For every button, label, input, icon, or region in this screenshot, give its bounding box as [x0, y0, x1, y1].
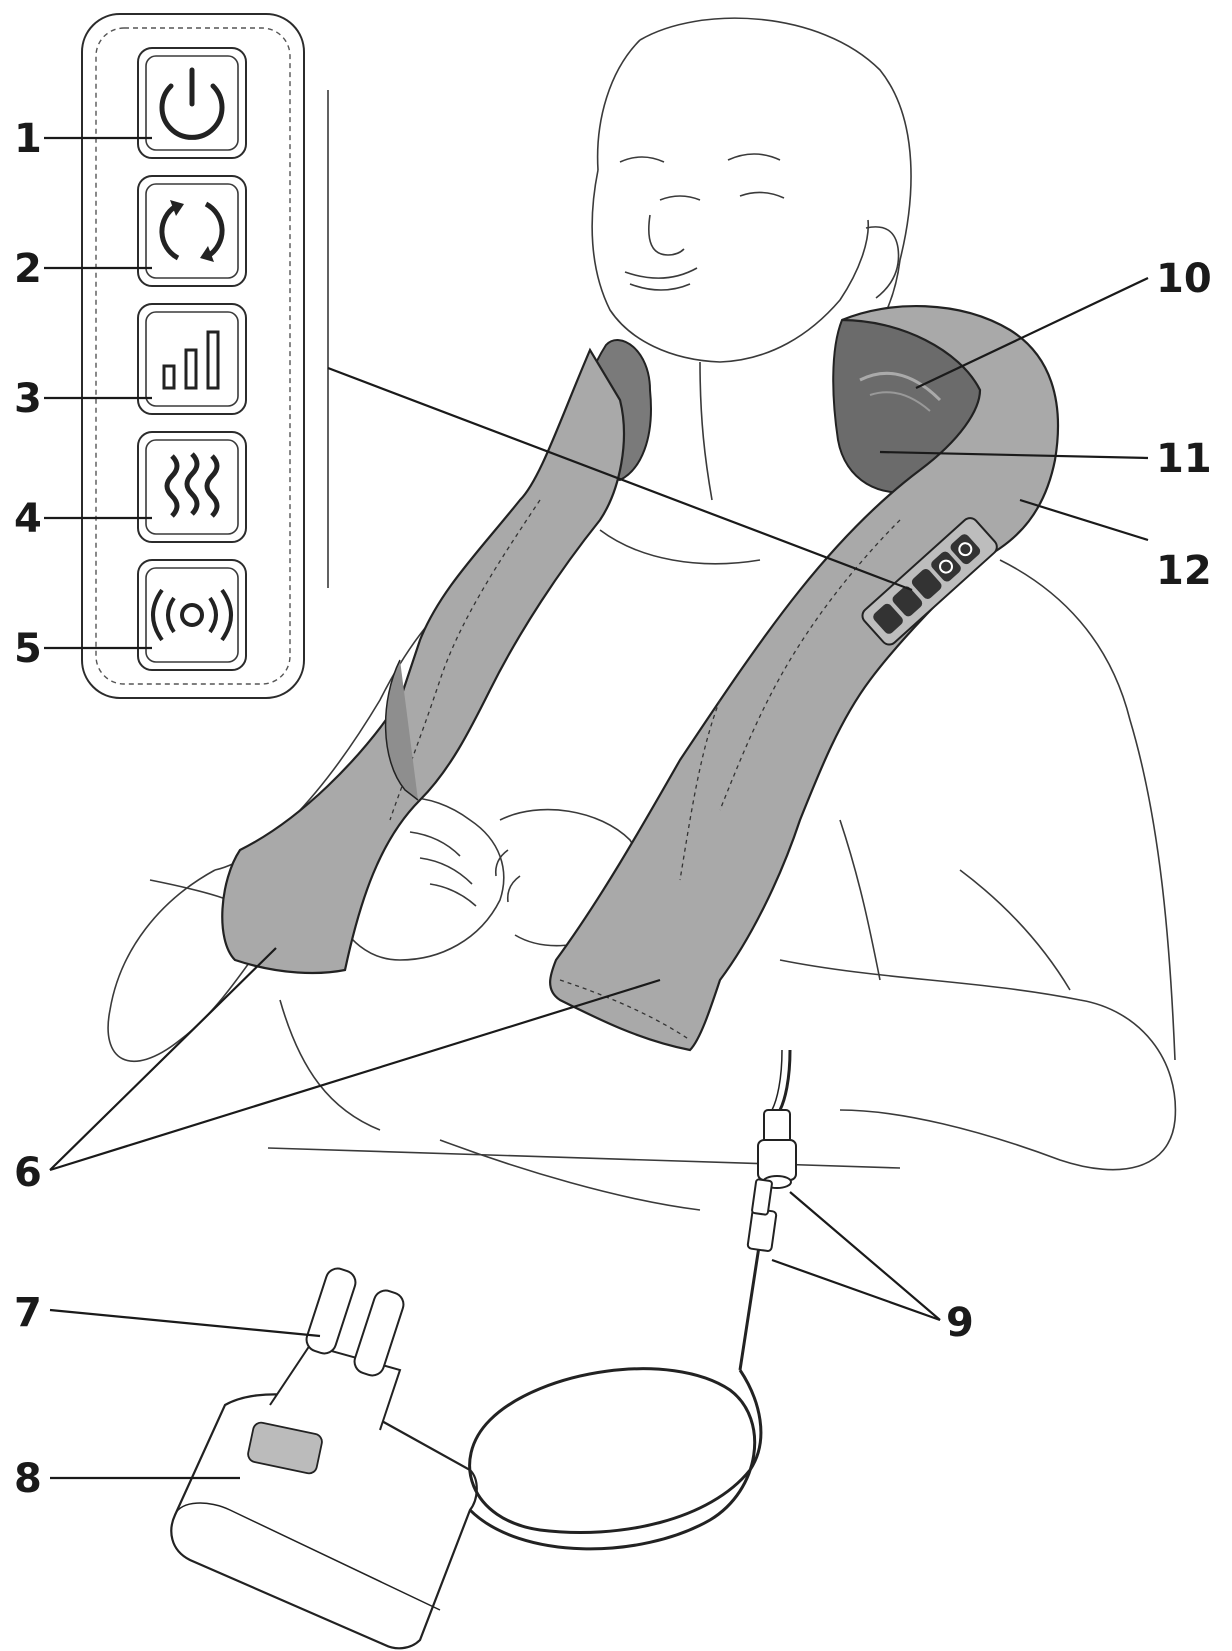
vibration-button [137, 559, 247, 671]
device-control-panel [861, 517, 998, 646]
callout-labels: 1 2 3 4 5 6 7 8 9 10 11 12 [14, 116, 1212, 1502]
callout-3: 3 [14, 376, 42, 422]
power-button [137, 47, 247, 159]
adapter-plug-connector [746, 1178, 778, 1252]
power-adapter [170, 1178, 778, 1650]
callout-12: 12 [1156, 548, 1212, 594]
control-panel-inset [81, 13, 329, 699]
callout-1: 1 [14, 116, 42, 162]
intensity-bars-icon [162, 330, 220, 390]
power-icon [159, 67, 225, 140]
left-strap [221, 347, 626, 975]
callout-5: 5 [14, 626, 42, 672]
callout-4: 4 [14, 496, 42, 542]
callout-11: 11 [1156, 436, 1212, 482]
callout-10: 10 [1156, 256, 1212, 302]
neck-massager [221, 304, 1060, 1189]
device-socket [757, 1109, 797, 1189]
callout-2: 2 [14, 246, 42, 292]
mode-button [137, 175, 247, 287]
heat-button [137, 431, 247, 543]
callout-7: 7 [14, 1290, 42, 1336]
cycle-arrows-icon [159, 200, 225, 262]
leader-lines [44, 136, 1149, 1480]
heat-waves-icon [164, 452, 220, 518]
callout-9: 9 [946, 1300, 974, 1346]
callout-6: 6 [14, 1150, 42, 1196]
plug-pins [305, 1267, 405, 1377]
vibration-icon [151, 588, 233, 642]
callout-8: 8 [14, 1456, 42, 1502]
right-strap [549, 304, 1060, 1052]
intensity-button [137, 303, 247, 415]
